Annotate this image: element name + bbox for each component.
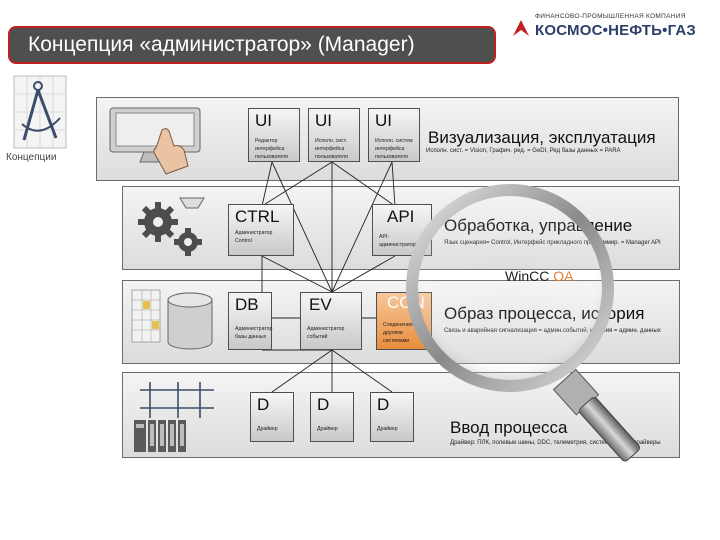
ev-sub-2: событий xyxy=(307,334,328,340)
driver-2-head: D xyxy=(317,395,330,414)
driver-box-3: D Драйвер xyxy=(370,392,414,442)
ui-editor-sub-2: интерфейса xyxy=(255,146,285,152)
ui-runtime-2-sub-2: интерфейса xyxy=(375,146,405,152)
page-title: Концепция «администратор» (Manager) xyxy=(8,26,496,64)
api-sub-2: администратор xyxy=(379,242,416,248)
db-head: DB xyxy=(235,295,259,314)
driver-3-head: D xyxy=(377,395,390,414)
ui-runtime-head: UI xyxy=(315,111,332,130)
process-layer-desc: Связь и аварийная сигнализация = админ.с… xyxy=(444,328,661,334)
ev-head: EV xyxy=(309,295,332,314)
control-layer-desc: Язык сценария= Control, Интерфейс прикла… xyxy=(444,240,661,246)
driver-3-sub: Драйвер xyxy=(377,426,398,432)
con-sub-3: системами xyxy=(383,338,410,344)
wincc-oa-label: WinCC OA xyxy=(505,268,573,284)
db-sub-1: Администратор xyxy=(235,326,273,332)
ctrl-sub-1: Администратор xyxy=(235,230,273,236)
company-logo-icon xyxy=(513,20,529,36)
ui-editor-box: UI Редактор интерфейса пользователя xyxy=(248,108,300,162)
ui-runtime-box: UI Исполн. сист. интерфейса пользователя xyxy=(308,108,360,162)
ui-editor-sub-3: пользователя xyxy=(255,154,288,160)
con-sub-2: другими xyxy=(383,330,403,336)
concepts-label: Концепции xyxy=(6,152,57,163)
api-box: API API- администратор xyxy=(372,204,432,256)
plc-hardware-icon xyxy=(134,382,214,452)
gears-icon xyxy=(138,197,205,256)
ui-editor-head: UI xyxy=(255,111,272,130)
con-sub-1: Соединения с xyxy=(383,322,417,328)
con-box: CON Соединения с другими системами xyxy=(376,292,432,350)
ui-runtime-sub-2: интерфейса xyxy=(315,146,345,152)
company-name: КОСМОС•НЕФТЬ•ГАЗ xyxy=(535,22,696,39)
input-layer-desc: Драйвер: ПЛК, полевые шины, DDC, телемет… xyxy=(450,440,661,446)
ui-runtime-sub-1: Исполн. сист. xyxy=(315,138,348,144)
driver-2-sub: Драйвер xyxy=(317,426,338,432)
company-tagline: ФИНАНСОВО-ПРОМЫШЛЕННАЯ КОМПАНИЯ xyxy=(535,13,686,20)
viz-layer-title: Визуализация, эксплуатация xyxy=(428,128,656,147)
ctrl-head: CTRL xyxy=(235,207,280,226)
process-layer-title: Образ процесса, история xyxy=(444,304,645,323)
api-head: API xyxy=(387,207,415,226)
ev-box: EV Администратор событий xyxy=(300,292,362,350)
driver-box-1: D Драйвер xyxy=(250,392,294,442)
driver-box-2: D Драйвер xyxy=(310,392,354,442)
ui-runtime-2-sub-1: Исполн. систем xyxy=(375,138,413,144)
ev-sub-1: Администратор xyxy=(307,326,345,332)
ctrl-box: CTRL Администратор Control xyxy=(228,204,294,256)
ui-runtime-sub-3: пользователя xyxy=(315,154,348,160)
input-layer-title: Ввод процесса xyxy=(450,418,568,437)
ctrl-sub-2: Control xyxy=(235,238,252,244)
driver-1-head: D xyxy=(257,395,270,414)
ui-runtime-box-2: UI Исполн. систем интерфейса пользовател… xyxy=(368,108,420,162)
db-sub-2: базы данных xyxy=(235,334,267,340)
ui-editor-sub-1: Редактор xyxy=(255,138,278,144)
viz-layer-desc: Исполн. сист. = Vision, Графич. ред. = G… xyxy=(426,148,621,154)
api-sub-1: API- xyxy=(379,234,390,240)
database-table-icon xyxy=(131,289,213,350)
ui-runtime-2-sub-3: пользователя xyxy=(375,154,408,160)
con-head: CON xyxy=(387,293,425,312)
touchscreen-icon xyxy=(109,107,201,175)
compass-icon xyxy=(13,75,67,149)
driver-1-sub: Драйвер xyxy=(257,426,278,432)
db-box: DB Администратор базы данных xyxy=(228,292,272,350)
ui-runtime-2-head: UI xyxy=(375,111,392,130)
control-layer-title: Обработка, управление xyxy=(444,216,633,235)
wincc-suffix: OA xyxy=(553,268,574,284)
wincc-prefix: WinCC xyxy=(505,268,554,284)
